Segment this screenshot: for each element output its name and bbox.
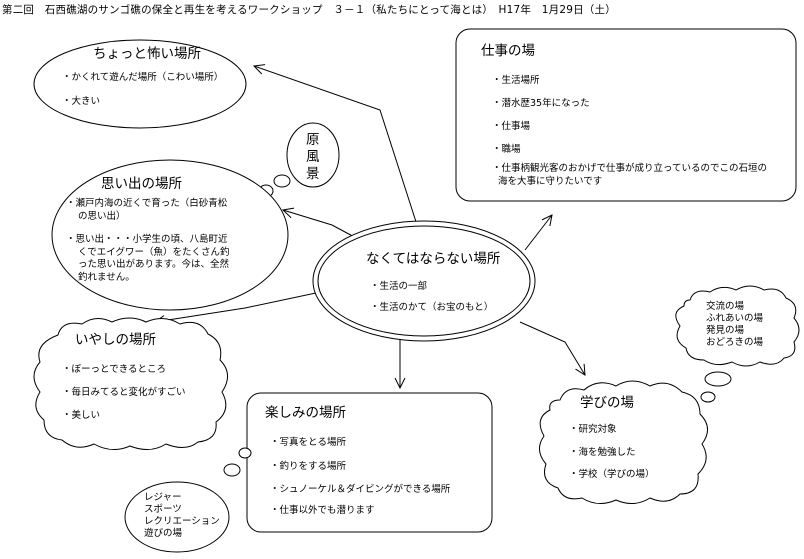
kowai-title: ちょっと怖い場所 xyxy=(93,46,201,62)
shigoto-item-5-line-2: 海を大事に守りたいです xyxy=(498,175,603,187)
tanoshimi-item-1: ・写真をとる場所 xyxy=(270,437,347,448)
koryu-bubble-2 xyxy=(700,391,716,403)
arrow-to-shigoto xyxy=(524,215,552,251)
omoide-item-2-line-3: った思い出があります。今は、全然 xyxy=(78,259,230,270)
omoide-item-2-line-4: 釣れません。 xyxy=(78,271,135,283)
kowai-item-2: ・大きい xyxy=(62,96,101,107)
manabi-cloud xyxy=(539,380,708,504)
koryu-cloud xyxy=(675,285,800,367)
genfukei-char-3: 景 xyxy=(306,166,320,182)
manabi-item-2: ・海を勉強した xyxy=(569,447,636,458)
shigoto-item-1: ・生活場所 xyxy=(492,75,540,86)
tanoshimi-item-2: ・釣りをする場所 xyxy=(270,461,347,472)
omoide-item-1: ・瀬戸内海の近くで育った（白砂青松 の思い出） xyxy=(66,198,227,223)
center-ellipse-inner xyxy=(317,225,531,337)
genfukei-char-2: 風 xyxy=(306,149,320,165)
genfukei-bubble-1 xyxy=(273,174,291,188)
omoide-item-2-line-2: くでエイグワー（魚）をたくさん釣 xyxy=(78,246,230,258)
tanoshimi-box xyxy=(246,392,493,533)
shigoto-title: 仕事の場 xyxy=(481,43,535,59)
koryu-bubble-1 xyxy=(704,371,732,387)
leisure-line-2: スポーツ xyxy=(144,504,182,515)
shigoto-item-5: ・仕事柄観光客のおかげで仕事が成り立っているのでこの石垣の 海を大事に守りたいで… xyxy=(492,163,767,188)
connector-arrows xyxy=(155,66,585,388)
leisure-line-3: レクリエーション xyxy=(144,516,220,527)
omoide-item-1-line-2: の思い出） xyxy=(78,210,126,222)
tanoshimi-title: 楽しみの場所 xyxy=(265,405,346,421)
shigoto-item-2: ・潜水歴35年になった xyxy=(492,98,590,109)
iyashi-item-3: ・美しい xyxy=(62,410,101,421)
koryu-line-1: 交流の場 xyxy=(706,301,745,312)
tanoshimi-item-4: ・仕事以外でも潜ります xyxy=(270,505,375,516)
leisure-line-4: 遊びの場 xyxy=(144,528,183,539)
genfukei-char-1: 原 xyxy=(306,132,320,148)
koryu-line-4: おどろきの場 xyxy=(706,337,764,348)
koryu-line-3: 発見の場 xyxy=(706,325,745,336)
koryu-line-2: ふれあいの場 xyxy=(706,313,764,324)
center-ellipse-outer xyxy=(312,220,536,342)
arrow-to-manabi xyxy=(519,321,585,375)
manabi-title: 学びの場 xyxy=(580,395,634,411)
center-title: なくてはならない場所 xyxy=(366,251,501,267)
kowai-ellipse xyxy=(33,39,247,129)
leisure-bubble-2 xyxy=(238,447,252,459)
genfukei-oval xyxy=(286,122,340,188)
shigoto-item-3: ・仕事場 xyxy=(492,121,531,132)
omoide-item-1-line-1: ・瀬戸内海の近くで育った（白砂青松 xyxy=(66,198,228,209)
shigoto-item-4: ・職場 xyxy=(492,144,521,155)
kowai-item-1: ・かくれて遊んだ場所（こわい場所） xyxy=(62,72,224,83)
omoide-title: 思い出の場所 xyxy=(101,176,182,192)
omoide-item-2-line-1: ・思い出・・・小学生の頃、八島町近 xyxy=(66,234,228,245)
iyashi-title: いやしの場所 xyxy=(75,332,156,348)
shigoto-box xyxy=(455,28,797,202)
arrow-to-omoide xyxy=(283,210,361,241)
center-item-1: ・生活の一部 xyxy=(370,281,428,292)
manabi-item-3: ・学校（学びの場） xyxy=(569,469,655,480)
leisure-line-1: レジャー xyxy=(144,492,182,503)
omoide-item-2: ・思い出・・・小学生の頃、八島町近 くでエイグワー（魚）をたくさん釣 った思い出… xyxy=(66,234,230,284)
arrow-to-iyashi xyxy=(155,289,331,322)
arrow-to-kowai xyxy=(254,66,419,229)
shigoto-item-5-line-1: ・仕事柄観光客のおかげで仕事が成り立っているのでこの石垣の xyxy=(492,163,768,174)
manabi-item-1: ・研究対象 xyxy=(569,424,617,435)
iyashi-item-1: ・ぼーっとできるところ xyxy=(62,364,167,375)
tanoshimi-item-3: ・シュノーケル＆ダイビングができる場所 xyxy=(270,484,451,495)
iyashi-item-2: ・毎日みてると変化がすごい xyxy=(62,387,186,398)
page-header: 第二回 石西礁湖のサンゴ礁の保全と再生を考えるワークショップ ３－１（私たちにと… xyxy=(2,4,616,16)
leisure-bubble-1 xyxy=(223,463,241,477)
omoide-ellipse xyxy=(51,159,289,311)
iyashi-cloud xyxy=(33,317,228,450)
center-item-2: ・生活のかて（お宝のもと） xyxy=(370,302,494,313)
leisure-oval xyxy=(124,481,230,553)
